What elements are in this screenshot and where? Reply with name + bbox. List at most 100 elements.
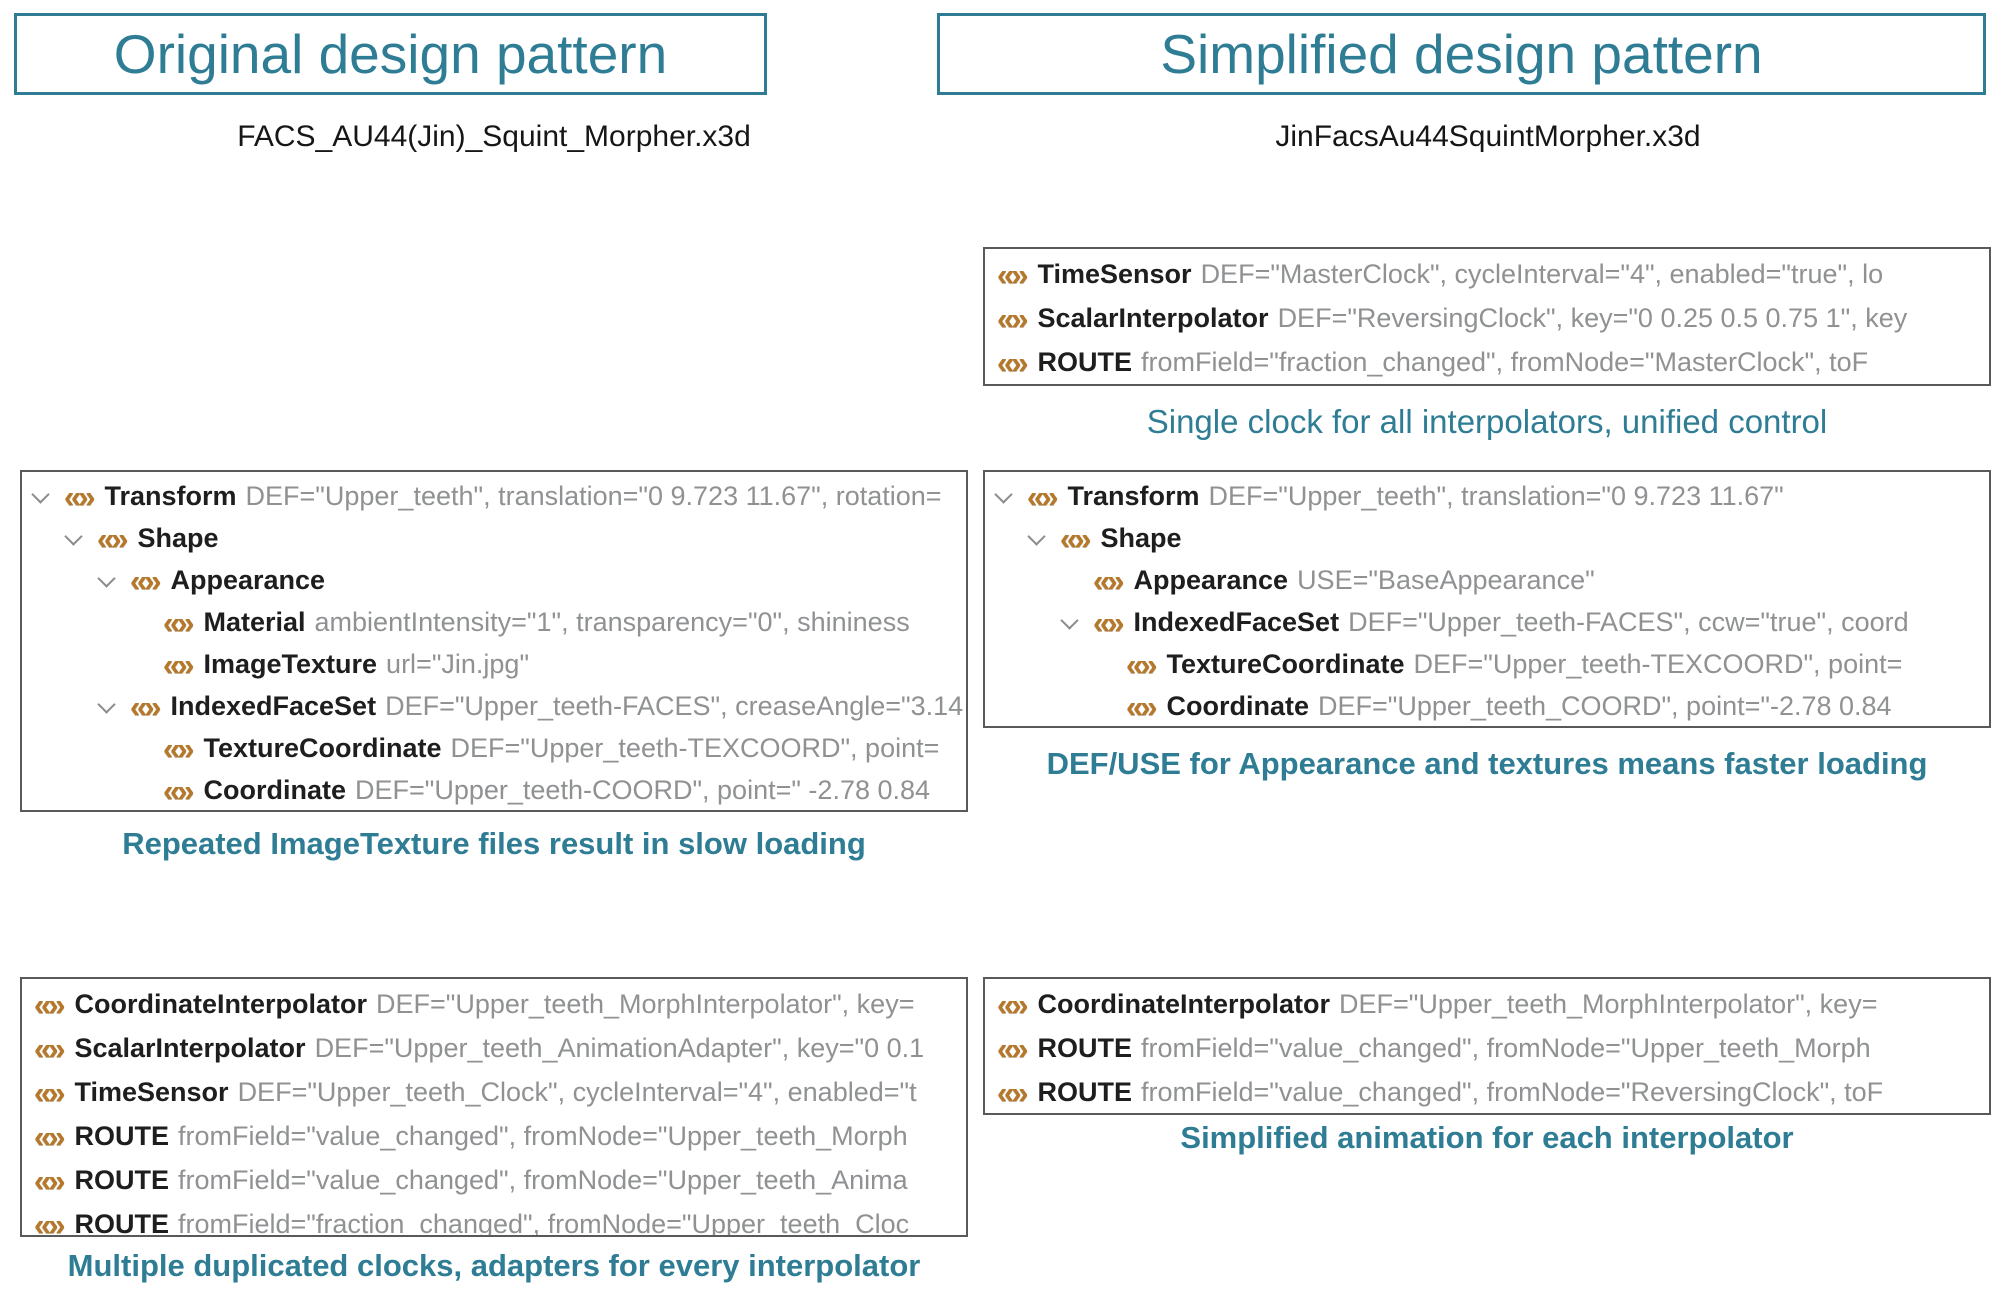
xml-tag-icon: «» <box>130 562 162 598</box>
node-name: Appearance <box>170 564 326 595</box>
node-attributes: fromField="value_changed", fromNode="Upp… <box>1140 1032 1871 1063</box>
node-name: ROUTE <box>1037 1076 1132 1107</box>
xml-tag-icon: «» <box>34 1162 66 1198</box>
chevron-down-icon[interactable] <box>1030 534 1060 543</box>
node-name: Shape <box>1100 522 1182 553</box>
node-name: IndexedFaceSet <box>1133 606 1340 637</box>
node-attributes: DEF="Upper_teeth-COORD", point=" -2.78 0… <box>355 774 931 805</box>
node-attributes: DEF="Upper_teeth", translation="0 9.723 … <box>1208 480 1784 511</box>
code-block-master-clock: «» TimeSensor DEF="MasterClock", cycleIn… <box>983 247 1991 386</box>
node-attributes: DEF="Upper_teeth-TEXCOORD", point= <box>450 732 940 763</box>
node-attributes: DEF="Upper_teeth-FACES", creaseAngle="3.… <box>385 690 964 721</box>
node-name: ROUTE <box>1037 346 1132 377</box>
xml-tag-icon: «» <box>997 344 1029 380</box>
node-attributes: fromField="fraction_changed", fromNode="… <box>1140 346 1869 377</box>
tree-node: «» IndexedFaceSet DEF="Upper_teeth-FACES… <box>985 601 1989 643</box>
chevron-down-icon[interactable] <box>997 492 1027 501</box>
tree-node: «» Coordinate DEF="Upper_teeth-COORD", p… <box>22 769 966 810</box>
tree-node: «» ScalarInterpolator DEF="ReversingCloc… <box>985 296 1989 340</box>
node-name: TimeSensor <box>1037 258 1192 289</box>
node-name: Transform <box>104 480 237 511</box>
node-attributes: DEF="Upper_teeth_MorphInterpolator", key… <box>376 988 915 1019</box>
node-attributes: DEF="Upper_teeth-TEXCOORD", point= <box>1413 648 1903 679</box>
node-name: ScalarInterpolator <box>74 1032 306 1063</box>
node-name: IndexedFaceSet <box>170 690 377 721</box>
node-attributes: DEF="Upper_teeth_MorphInterpolator", key… <box>1339 988 1878 1019</box>
tree-node: «» Shape <box>985 517 1989 559</box>
chevron-down-icon[interactable] <box>100 576 130 585</box>
node-name: ROUTE <box>74 1208 169 1237</box>
xml-tag-icon: «» <box>163 730 195 766</box>
header-original-title: Original design pattern <box>113 23 668 85</box>
tree-node: «» TextureCoordinate DEF="Upper_teeth-TE… <box>22 727 966 769</box>
node-attributes: DEF="Upper_teeth-FACES", ccw="true", coo… <box>1348 606 1909 637</box>
xml-tag-icon: «» <box>163 772 195 808</box>
xml-tag-icon: «» <box>34 1118 66 1154</box>
code-block-original-tree: «» Transform DEF="Upper_teeth", translat… <box>20 470 968 812</box>
xml-tag-icon: «» <box>997 256 1029 292</box>
node-name: ROUTE <box>74 1120 169 1151</box>
node-attributes: fromField="value_changed", fromNode="Rev… <box>1140 1076 1884 1107</box>
node-name: TextureCoordinate <box>1166 648 1405 679</box>
node-name: CoordinateInterpolator <box>74 988 367 1019</box>
tree-node: «» Coordinate DEF="Upper_teeth_COORD", p… <box>985 685 1989 726</box>
tree-node: «» CoordinateInterpolator DEF="Upper_tee… <box>985 982 1989 1026</box>
code-block-simplified-tree: «» Transform DEF="Upper_teeth", translat… <box>983 470 1991 728</box>
node-attributes: fromField="fraction_changed", fromNode="… <box>177 1208 910 1237</box>
node-name: Shape <box>137 522 219 553</box>
node-attributes: DEF="Upper_teeth", translation="0 9.723 … <box>245 480 942 511</box>
caption-slow-loading: Repeated ImageTexture files result in sl… <box>122 826 866 861</box>
node-name: CoordinateInterpolator <box>1037 988 1330 1019</box>
xml-tag-icon: «» <box>34 1030 66 1066</box>
code-block-original-routes: «» CoordinateInterpolator DEF="Upper_tee… <box>20 977 968 1237</box>
node-attributes: url="Jin.jpg" <box>386 648 530 679</box>
tree-node: «» ROUTE fromField="value_changed", from… <box>22 1114 966 1158</box>
node-attributes: DEF="Upper_teeth_Clock", cycleInterval="… <box>237 1076 917 1107</box>
node-name: Transform <box>1067 480 1200 511</box>
tree-node: «» IndexedFaceSet DEF="Upper_teeth-FACES… <box>22 685 966 727</box>
chevron-down-icon[interactable] <box>100 702 130 711</box>
xml-tag-icon: «» <box>1027 478 1059 514</box>
xml-tag-icon: «» <box>1126 688 1158 724</box>
node-attributes: fromField="value_changed", fromNode="Upp… <box>177 1164 908 1195</box>
xml-tag-icon: «» <box>163 646 195 682</box>
node-attributes: DEF="Upper_teeth_COORD", point="-2.78 0.… <box>1318 690 1892 721</box>
node-attributes: ambientIntensity="1", transparency="0", … <box>314 606 910 637</box>
node-name: ROUTE <box>74 1164 169 1195</box>
node-attributes: DEF="MasterClock", cycleInterval="4", en… <box>1200 258 1884 289</box>
chevron-down-icon[interactable] <box>1063 618 1093 627</box>
xml-tag-icon: «» <box>1126 646 1158 682</box>
tree-node: «» TextureCoordinate DEF="Upper_teeth-TE… <box>985 643 1989 685</box>
tree-node: «» Appearance USE="BaseAppearance" <box>985 559 1989 601</box>
xml-tag-icon: «» <box>64 478 96 514</box>
node-attributes: USE="BaseAppearance" <box>1297 564 1595 595</box>
tree-node: «» TimeSensor DEF="MasterClock", cycleIn… <box>985 252 1989 296</box>
xml-tag-icon: «» <box>997 300 1029 336</box>
node-name: TimeSensor <box>74 1076 229 1107</box>
xml-tag-icon: «» <box>163 604 195 640</box>
tree-node: «» ROUTE fromField="value_changed", from… <box>985 1070 1989 1113</box>
xml-tag-icon: «» <box>1060 520 1092 556</box>
tree-node: «» Appearance <box>22 559 966 601</box>
xml-tag-icon: «» <box>1093 604 1125 640</box>
xml-tag-icon: «» <box>1093 562 1125 598</box>
tree-node: «» TimeSensor DEF="Upper_teeth_Clock", c… <box>22 1070 966 1114</box>
xml-tag-icon: «» <box>34 986 66 1022</box>
xml-tag-icon: «» <box>997 1030 1029 1066</box>
node-attributes: DEF="ReversingClock", key="0 0.25 0.5 0.… <box>1277 302 1908 333</box>
tree-node: «» ROUTE fromField="fraction_changed", f… <box>985 340 1989 384</box>
xml-tag-icon: «» <box>34 1206 66 1237</box>
caption-single-clock: Single clock for all interpolators, unif… <box>1146 403 1828 440</box>
node-attributes: fromField="value_changed", fromNode="Upp… <box>177 1120 908 1151</box>
tree-node: «» CoordinateInterpolator DEF="Upper_tee… <box>22 982 966 1026</box>
header-box-simplified: Simplified design pattern <box>937 13 1986 95</box>
tree-node: «» ImageTexture url="Jin.jpg" <box>22 643 966 685</box>
caption-simplified-animation: Simplified animation for each interpolat… <box>1180 1120 1794 1155</box>
chevron-down-icon[interactable] <box>34 492 64 501</box>
chevron-down-icon[interactable] <box>67 534 97 543</box>
xml-tag-icon: «» <box>34 1074 66 1110</box>
tree-node: «» ROUTE fromField="fraction_changed", f… <box>22 1202 966 1237</box>
node-name: Coordinate <box>203 774 346 805</box>
node-name: ImageTexture <box>203 648 378 679</box>
